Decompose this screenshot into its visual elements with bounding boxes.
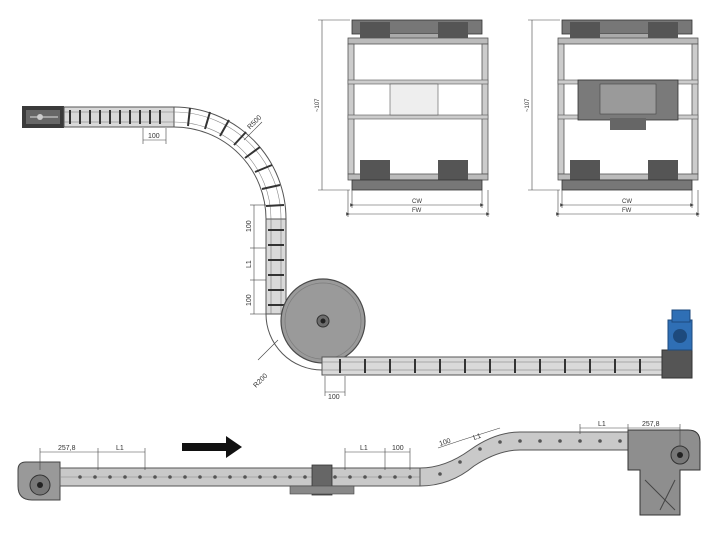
plan-dim-vertical-lower: 100 <box>246 294 253 306</box>
plan-dim-r500: R500 <box>246 114 263 131</box>
side-dimension-lines <box>39 424 681 470</box>
side-dim-left-257: 257,8 <box>58 445 76 452</box>
section-left-height: ~107 <box>315 98 321 112</box>
plan-dim-vertical-l1: L1 <box>246 260 253 268</box>
plan-dim-bottom-100: 100 <box>328 394 340 401</box>
side-dim-left-l1: L1 <box>116 445 124 452</box>
plan-idler-end <box>22 106 64 128</box>
side-drive-head <box>627 429 701 516</box>
plan-dim-top-100: 100 <box>148 133 160 140</box>
side-dim-right-257: 257,8 <box>642 421 660 428</box>
section-right-height: ~107 <box>525 98 531 112</box>
section-left-fw: FW <box>412 208 422 214</box>
side-dim-incline-100: 100 <box>438 438 451 448</box>
section-right-fw: FW <box>622 208 632 214</box>
side-dim-mid-l1: L1 <box>360 445 368 452</box>
side-view: 257,8 L1 L1 100 100 L1 L1 257,8 <box>17 421 701 516</box>
side-dim-incline-l1: L1 <box>472 433 482 442</box>
flow-direction-arrow <box>182 436 242 458</box>
section-left-cw: CW <box>412 199 422 205</box>
plan-straight-bottom <box>321 356 663 376</box>
section-right-cw: CW <box>622 199 632 205</box>
plan-view: 100 R500 100 L1 100 R200 100 <box>22 106 693 401</box>
section-view-right: ~107 CW FW <box>525 19 700 217</box>
plan-dim-vertical-upper: 100 <box>246 220 253 232</box>
plan-dimension-lines <box>142 121 346 396</box>
side-dim-mid-100: 100 <box>392 445 404 452</box>
plan-drive-unit <box>661 309 693 379</box>
plan-dim-r200: R200 <box>252 373 269 390</box>
side-dim-right-l1: L1 <box>598 421 606 428</box>
plan-wheel-bend <box>280 278 366 364</box>
section-view-left: ~107 CW FW <box>315 19 490 217</box>
side-idler-end <box>17 461 61 501</box>
plan-curve-r500 <box>173 106 287 220</box>
plan-straight-top <box>63 106 175 128</box>
side-incline-section <box>419 431 629 487</box>
side-flat-section <box>59 464 421 496</box>
plan-straight-vertical <box>265 218 287 315</box>
